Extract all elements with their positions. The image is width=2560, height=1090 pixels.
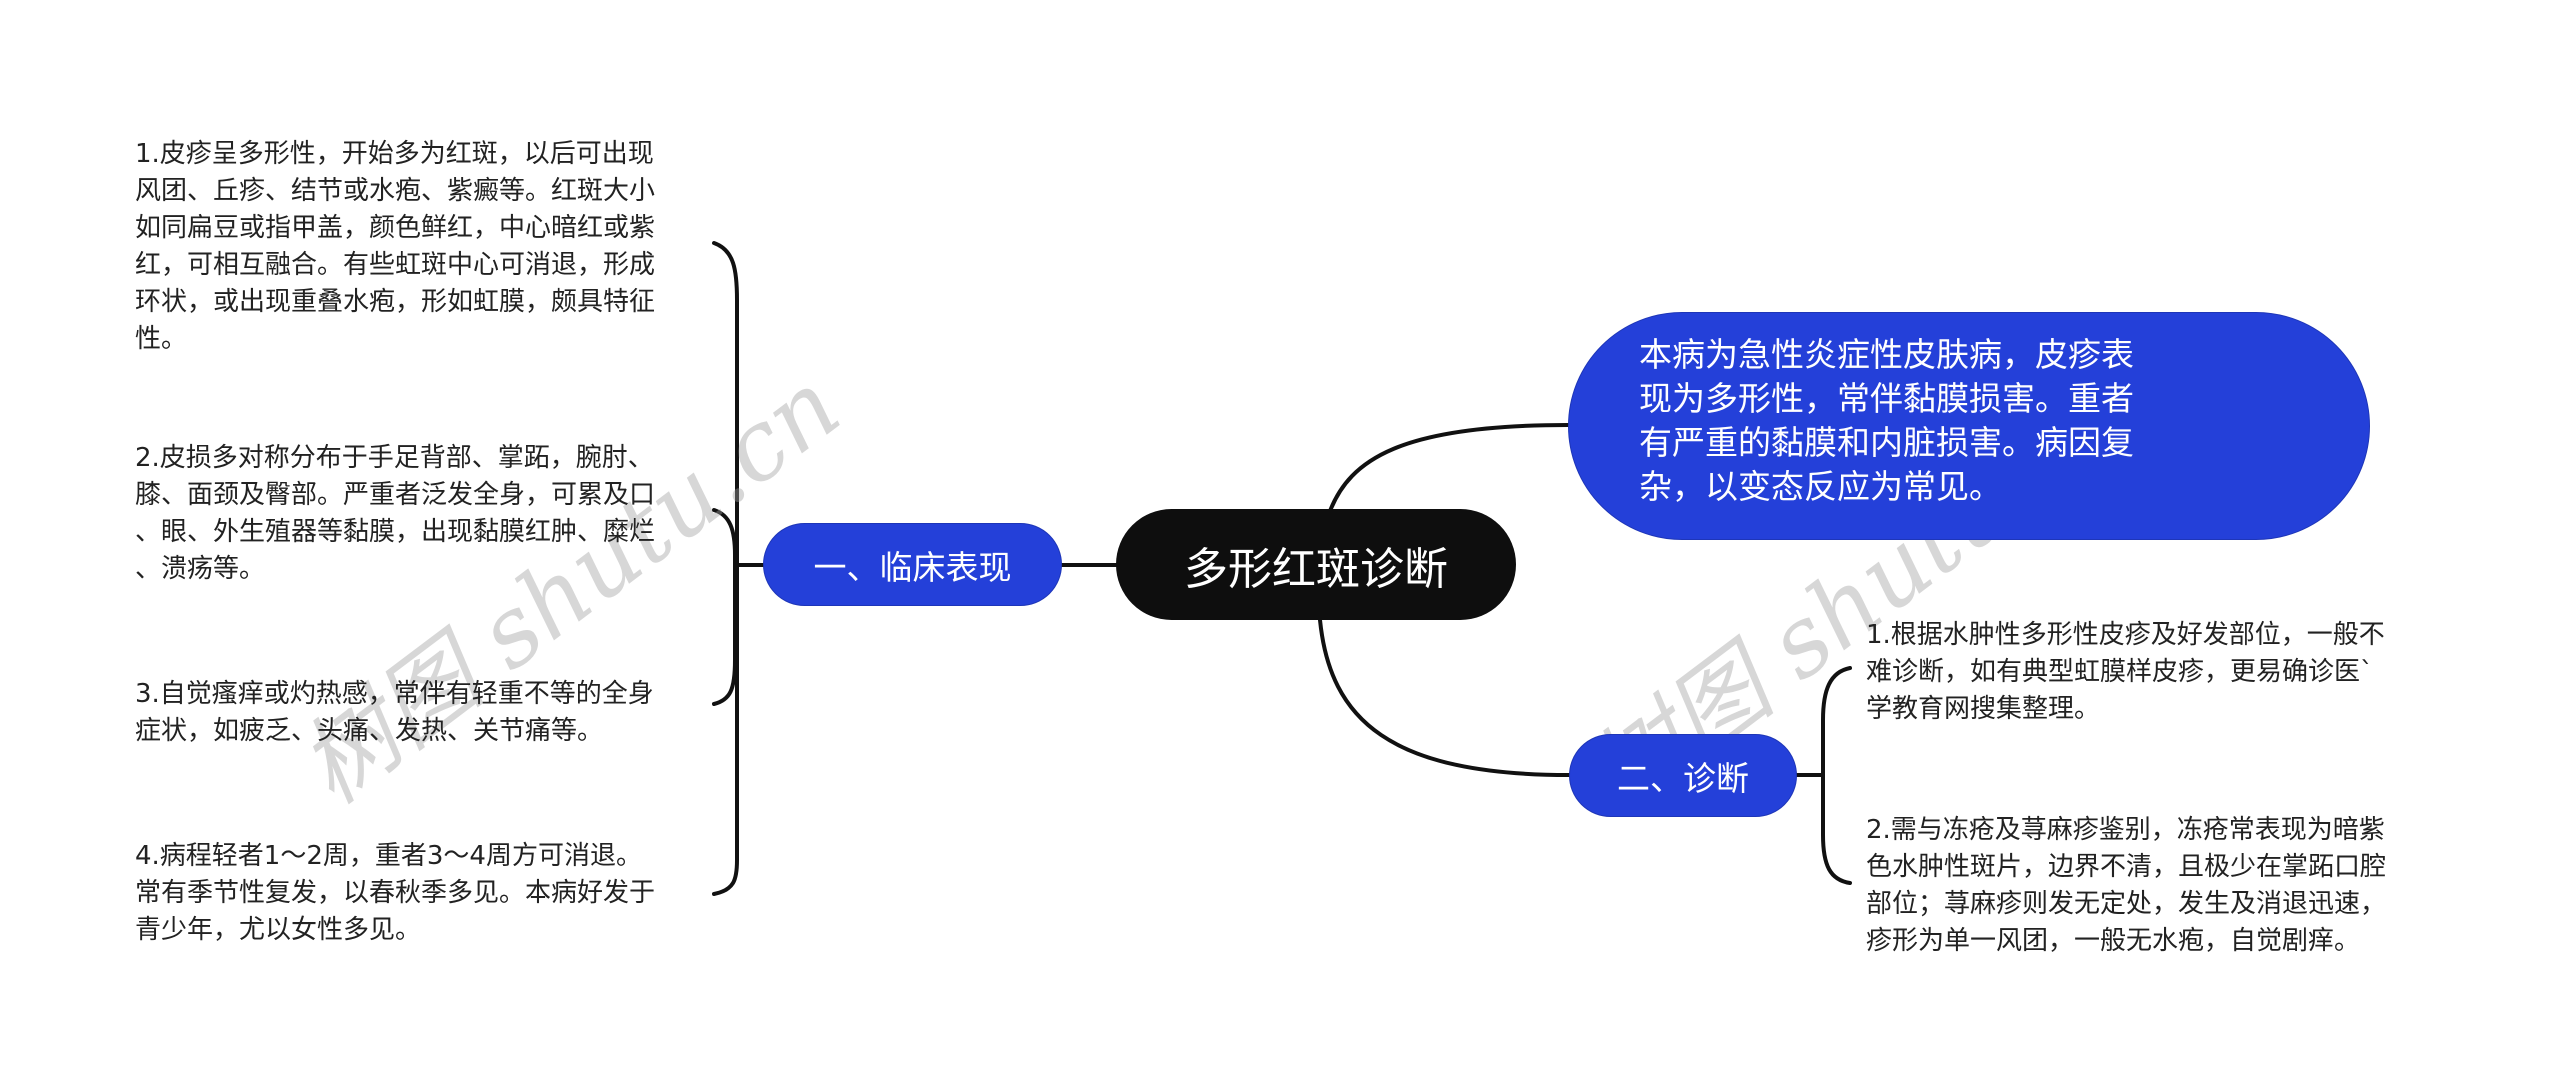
leaf-line: 难诊断，如有典型虹膜样皮疹，更易确诊医` <box>1866 657 2374 687</box>
leaf-line: 常有季节性复发，以春秋季多见。本病好发于 <box>135 878 656 908</box>
leaf-clinical-3[interactable]: 3.自觉瘙痒或灼热感，常伴有轻重不等的全身 症状，如疲乏、头痛、发热、关节痛等。 <box>135 676 654 750</box>
leaf-line: 色水肿性斑片，边界不清，且极少在掌跖口腔 <box>1866 852 2387 882</box>
leaf-line: 膝、面颈及臀部。严重者泛发全身，可累及口 <box>135 480 656 510</box>
root-node-label: 多形红斑诊断 <box>1184 543 1448 595</box>
branch-diagnosis[interactable]: 二、诊断 <box>1569 734 1797 817</box>
leaf-diagnosis-2[interactable]: 2.需与冻疮及荨麻疹鉴别，冻疮常表现为暗紫 色水肿性斑片，边界不清，且极少在掌跖… <box>1866 812 2386 960</box>
leaf-line: 青少年，尤以女性多见。 <box>135 915 422 945</box>
connector-root-summary <box>1328 423 1570 513</box>
leaf-line: 1.根据水肿性多形性皮疹及好发部位，一般不 <box>1866 620 2385 650</box>
leaf-line: 风团、丘疹、结节或水疱、紫癜等。红斑大小 <box>135 176 656 206</box>
leaf-clinical-4[interactable]: 4.病程轻者1～2周，重者3～4周方可消退。 常有季节性复发，以春秋季多见。本病… <box>135 838 655 949</box>
leaf-line: 症状，如疲乏、头痛、发热、关节痛等。 <box>135 716 604 746</box>
summary-node[interactable]: 本病为急性炎症性皮肤病，皮疹表 现为多形性，常伴黏膜损害。重者 有严重的黏膜和内… <box>1568 312 2370 540</box>
leaf-line: 、眼、外生殖器等黏膜，出现黏膜红肿、糜烂 <box>135 517 656 547</box>
left-bracket-inner <box>712 508 737 706</box>
connector-root-diagnosis <box>1318 618 1571 777</box>
leaf-line: 1.皮疹呈多形性，开始多为红斑，以后可出现 <box>135 139 654 169</box>
branch-clinical-manifestations[interactable]: 一、临床表现 <box>763 523 1062 606</box>
branch-label: 一、临床表现 <box>813 547 1012 587</box>
leaf-line: 、溃疡等。 <box>135 554 266 584</box>
leaf-line: 性。 <box>135 324 188 354</box>
leaf-clinical-1[interactable]: 1.皮疹呈多形性，开始多为红斑，以后可出现 风团、丘疹、结节或水疱、紫癜等。红斑… <box>135 136 655 358</box>
leaf-diagnosis-1[interactable]: 1.根据水肿性多形性皮疹及好发部位，一般不 难诊断，如有典型虹膜样皮疹，更易确诊… <box>1866 617 2385 728</box>
left-bracket-outer <box>712 241 739 896</box>
leaf-line: 如同扁豆或指甲盖，颜色鲜红，中心暗红或紫 <box>135 213 656 243</box>
summary-line: 现为多形性，常伴黏膜损害。重者 <box>1639 379 2134 418</box>
leaf-line: 2.皮损多对称分布于手足背部、掌跖，腕肘、 <box>135 443 654 473</box>
leaf-clinical-2[interactable]: 2.皮损多对称分布于手足背部、掌跖，腕肘、 膝、面颈及臀部。严重者泛发全身，可累… <box>135 440 655 588</box>
summary-line: 有严重的黏膜和内脏损害。病因复 <box>1639 423 2134 462</box>
right-bracket <box>1821 666 1852 885</box>
leaf-line: 部位；荨麻疹则发无定处，发生及消退迅速， <box>1866 889 2387 919</box>
summary-line: 杂，以变态反应为常见。 <box>1639 467 2002 506</box>
leaf-line: 红，可相互融合。有些虹斑中心可消退，形成 <box>135 250 656 280</box>
leaf-line: 环状，或出现重叠水疱，形如虹膜，颇具特征 <box>135 287 656 317</box>
leaf-line: 疹形为单一风团，一般无水疱，自觉剧痒。 <box>1866 926 2361 956</box>
leaf-line: 4.病程轻者1～2周，重者3～4周方可消退。 <box>135 841 642 871</box>
leaf-line: 学教育网搜集整理。 <box>1866 694 2101 724</box>
summary-line: 本病为急性炎症性皮肤病，皮疹表 <box>1639 335 2134 374</box>
branch-label: 二、诊断 <box>1617 758 1749 798</box>
root-node[interactable]: 多形红斑诊断 <box>1116 509 1516 620</box>
leaf-line: 2.需与冻疮及荨麻疹鉴别，冻疮常表现为暗紫 <box>1866 815 2385 845</box>
leaf-line: 3.自觉瘙痒或灼热感，常伴有轻重不等的全身 <box>135 679 654 709</box>
